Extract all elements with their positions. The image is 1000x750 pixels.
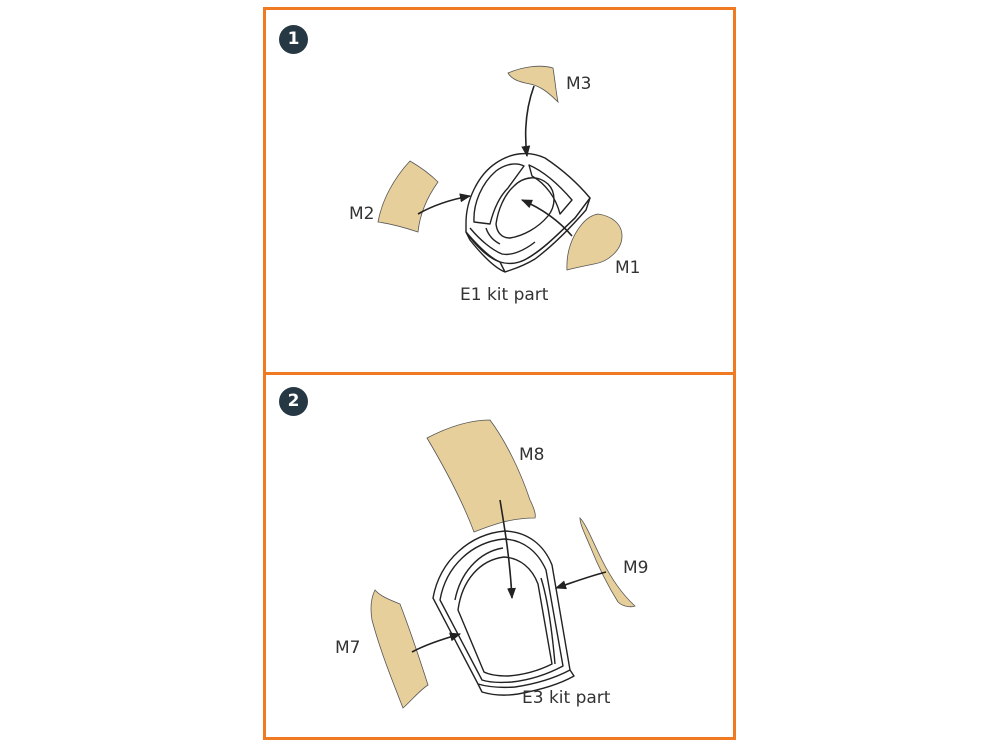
e1-kit-part-drawing: [465, 152, 591, 273]
label-m1: M1: [615, 258, 640, 278]
mask-m2-shape: [377, 160, 439, 233]
label-e3-kit-part: E3 kit part: [522, 688, 611, 708]
arrow-m9: [554, 571, 607, 590]
arrow-m7: [411, 632, 462, 653]
label-e1-kit-part: E1 kit part: [460, 285, 549, 305]
step-1-badge: 1: [279, 25, 308, 54]
mask-m7-shape: [370, 589, 429, 709]
label-m9: M9: [623, 558, 648, 578]
e3-kit-part-drawing: [432, 530, 575, 696]
arrow-m1: [520, 199, 573, 237]
arrow-m2: [417, 193, 472, 215]
step-2-badge: 2: [279, 387, 308, 416]
mask-m1-shape: [566, 213, 623, 271]
label-m8: M8: [519, 445, 544, 465]
mask-m3-shape: [507, 65, 559, 104]
label-m3: M3: [566, 74, 591, 94]
label-m2: M2: [349, 204, 374, 224]
arrow-m8: [499, 499, 516, 600]
mask-m8-shape: [426, 419, 536, 533]
mask-m9-shape: [579, 517, 636, 608]
arrow-m3: [521, 85, 535, 158]
label-m7: M7: [335, 638, 360, 658]
